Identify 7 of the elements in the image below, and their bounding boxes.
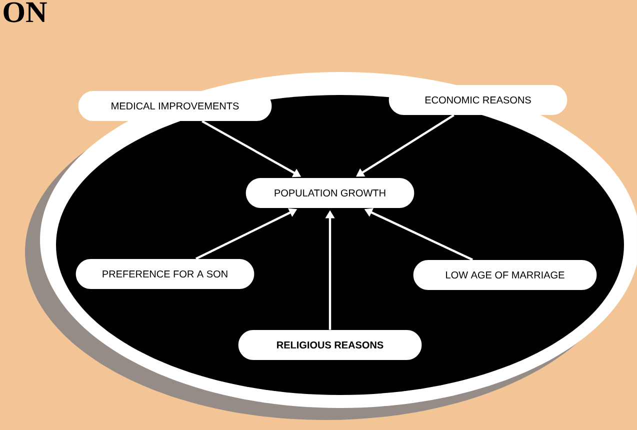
label-box: ECONOMIC REASONS [388, 85, 568, 115]
label-box: RELIGIOUS REASONS [238, 330, 422, 360]
label-box: LOW AGE OF MARRIAGE [413, 260, 597, 290]
label-box: MEDICAL IMPROVEMENTS [78, 91, 272, 121]
label-box: PREFERENCE FOR A SON [76, 259, 254, 289]
title: ON [4, 2, 47, 22]
label-box: POPULATION GROWTH [246, 178, 414, 208]
